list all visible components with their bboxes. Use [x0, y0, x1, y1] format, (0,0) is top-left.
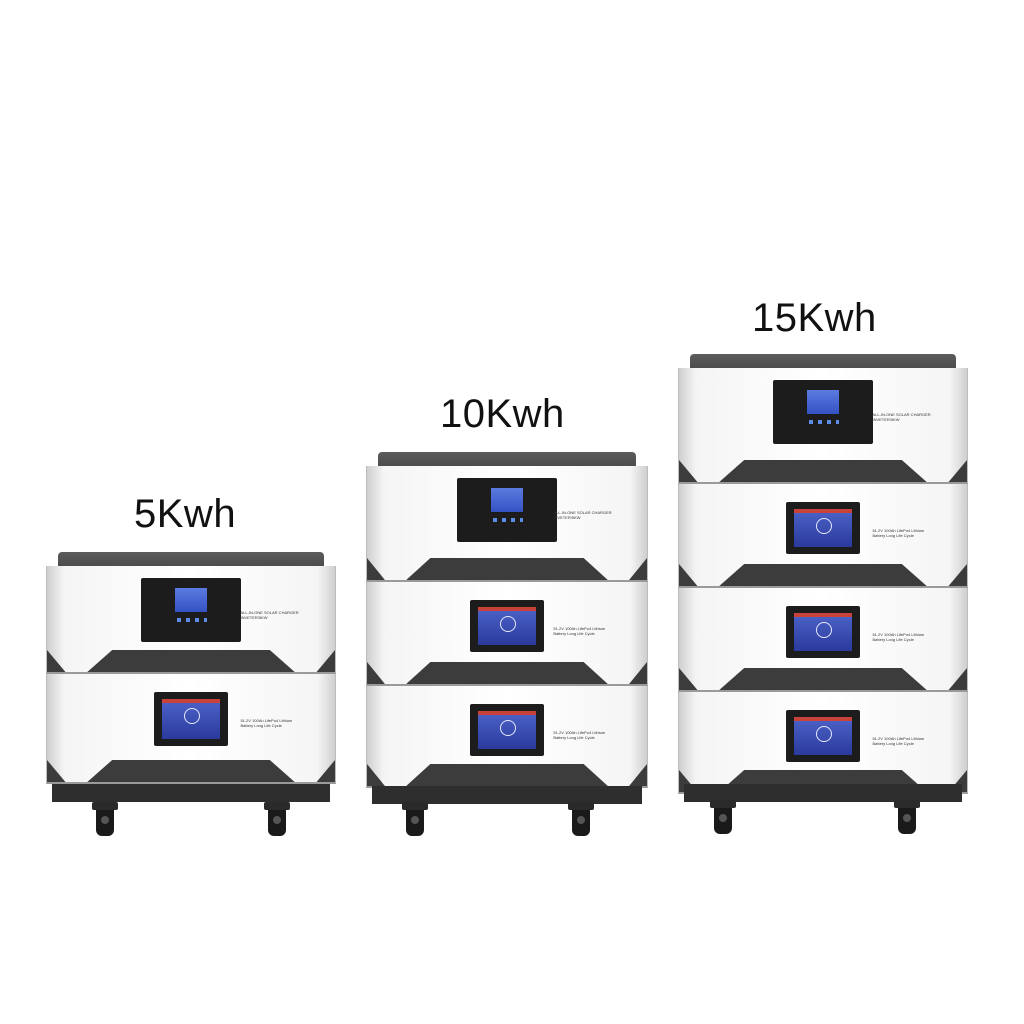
battery-module: 51.2V 100Ah LifePo4 Lithium Battery Long… — [366, 582, 648, 686]
wheel — [264, 802, 290, 836]
module-stack: ALL-IN-ONE SOLAR CHARGER INVETER/5KW 51.… — [46, 566, 336, 784]
battery-display — [786, 606, 860, 658]
battery-unit-5kwh: ALL-IN-ONE SOLAR CHARGER INVETER/5KW 51.… — [46, 552, 336, 852]
battery-display — [154, 692, 228, 746]
battery-display — [786, 502, 860, 554]
battery-module: 51.2V 100Ah LifePo4 Lithium Battery Long… — [366, 686, 648, 788]
battery-label: 51.2V 100Ah LifePo4 Lithium Battery Long… — [872, 632, 925, 642]
inverter-module: ALL-IN-ONE SOLAR CHARGER INVETER/5KW — [366, 466, 648, 582]
wheel — [710, 800, 736, 834]
battery-unit-15kwh: ALL-IN-ONE SOLAR CHARGER INVETER/5KW 51.… — [678, 354, 968, 854]
inverter-module: ALL-IN-ONE SOLAR CHARGER INVETER/5KW — [678, 368, 968, 484]
caption-10kwh: 10Kwh — [440, 392, 565, 436]
battery-label: 51.2V 100Ah LifePo4 Lithium Battery Long… — [872, 736, 925, 746]
base-plate — [684, 784, 962, 802]
battery-display — [470, 600, 544, 652]
battery-module: 51.2V 100Ah LifePo4 Lithium Battery Long… — [678, 692, 968, 794]
battery-label: 51.2V 100Ah LifePo4 Lithium Battery Long… — [872, 528, 925, 538]
wheel — [92, 802, 118, 836]
wheel — [568, 802, 594, 836]
caption-5kwh: 5Kwh — [134, 492, 237, 536]
base-plate — [372, 786, 642, 804]
inverter-label: ALL-IN-ONE SOLAR CHARGER INVETER/5KW — [553, 510, 612, 520]
inverter-display — [773, 380, 873, 444]
battery-label: 51.2V 100Ah LifePo4 Lithium Battery Long… — [240, 718, 293, 728]
battery-display — [786, 710, 860, 762]
battery-label: 51.2V 100Ah LifePo4 Lithium Battery Long… — [553, 730, 606, 740]
battery-module: 51.2V 100Ah LifePo4 Lithium Battery Long… — [46, 674, 336, 784]
inverter-module: ALL-IN-ONE SOLAR CHARGER INVETER/5KW — [46, 566, 336, 674]
inverter-display — [457, 478, 557, 542]
inverter-display — [141, 578, 241, 642]
battery-unit-10kwh: ALL-IN-ONE SOLAR CHARGER INVETER/5KW 51.… — [366, 452, 648, 852]
caption-15kwh: 15Kwh — [752, 296, 877, 340]
module-stack: ALL-IN-ONE SOLAR CHARGER INVETER/5KW 51.… — [366, 466, 648, 788]
inverter-label: ALL-IN-ONE SOLAR CHARGER INVETER/5KW — [240, 610, 299, 620]
wheel — [402, 802, 428, 836]
battery-module: 51.2V 100Ah LifePo4 Lithium Battery Long… — [678, 484, 968, 588]
battery-display — [470, 704, 544, 756]
battery-label: 51.2V 100Ah LifePo4 Lithium Battery Long… — [553, 626, 606, 636]
wheel — [894, 800, 920, 834]
battery-module: 51.2V 100Ah LifePo4 Lithium Battery Long… — [678, 588, 968, 692]
module-stack: ALL-IN-ONE SOLAR CHARGER INVETER/5KW 51.… — [678, 368, 968, 794]
base-plate — [52, 784, 330, 802]
inverter-label: ALL-IN-ONE SOLAR CHARGER INVETER/5KW — [872, 412, 931, 422]
